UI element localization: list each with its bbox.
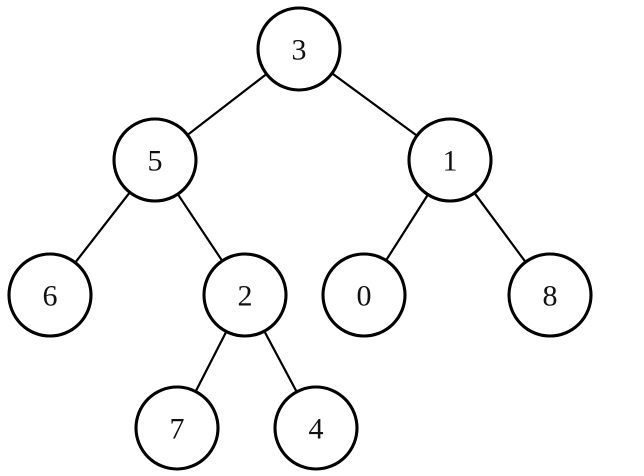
tree-node-1[interactable]: 1 [407, 117, 493, 203]
node-circle-3[interactable] [256, 6, 342, 92]
node-circle-7[interactable] [134, 385, 220, 471]
node-label-7: 7 [170, 413, 185, 446]
node-circle-1[interactable] [407, 117, 493, 203]
node-label-6: 6 [43, 280, 58, 313]
node-circle-8[interactable] [507, 252, 593, 338]
tree-edge-5-2 [175, 191, 225, 264]
node-label-4: 4 [309, 413, 324, 446]
node-circle-6[interactable] [7, 252, 93, 338]
tree-edge-1-0 [383, 191, 431, 264]
tree-node-3[interactable]: 3 [256, 6, 342, 92]
node-label-5: 5 [148, 145, 163, 178]
tree-edge-5-6 [72, 189, 133, 266]
node-circle-2[interactable] [202, 252, 288, 338]
node-circle-4[interactable] [273, 385, 359, 471]
node-circle-0[interactable] [321, 252, 407, 338]
tree-node-7[interactable]: 7 [134, 385, 220, 471]
tree-node-6[interactable]: 6 [7, 252, 93, 338]
node-circle-5[interactable] [112, 117, 198, 203]
node-label-0: 0 [357, 280, 372, 313]
tree-node-2[interactable]: 2 [202, 252, 288, 338]
nodes-layer: 3 5 1 6 2 0 8 7 4 [7, 6, 593, 471]
tree-edge-3-1 [329, 70, 420, 139]
node-label-8: 8 [543, 280, 558, 313]
tree-node-8[interactable]: 8 [507, 252, 593, 338]
node-label-2: 2 [238, 280, 253, 313]
tree-node-5[interactable]: 5 [112, 117, 198, 203]
tree-node-0[interactable]: 0 [321, 252, 407, 338]
tree-node-4[interactable]: 4 [273, 385, 359, 471]
tree-edge-3-5 [184, 71, 270, 138]
node-label-1: 1 [443, 145, 458, 178]
tree-edge-2-4 [262, 328, 299, 395]
edges-layer [72, 70, 528, 395]
tree-edge-1-8 [472, 190, 528, 265]
node-label-3: 3 [292, 34, 307, 67]
tree-edge-2-7 [193, 328, 229, 395]
